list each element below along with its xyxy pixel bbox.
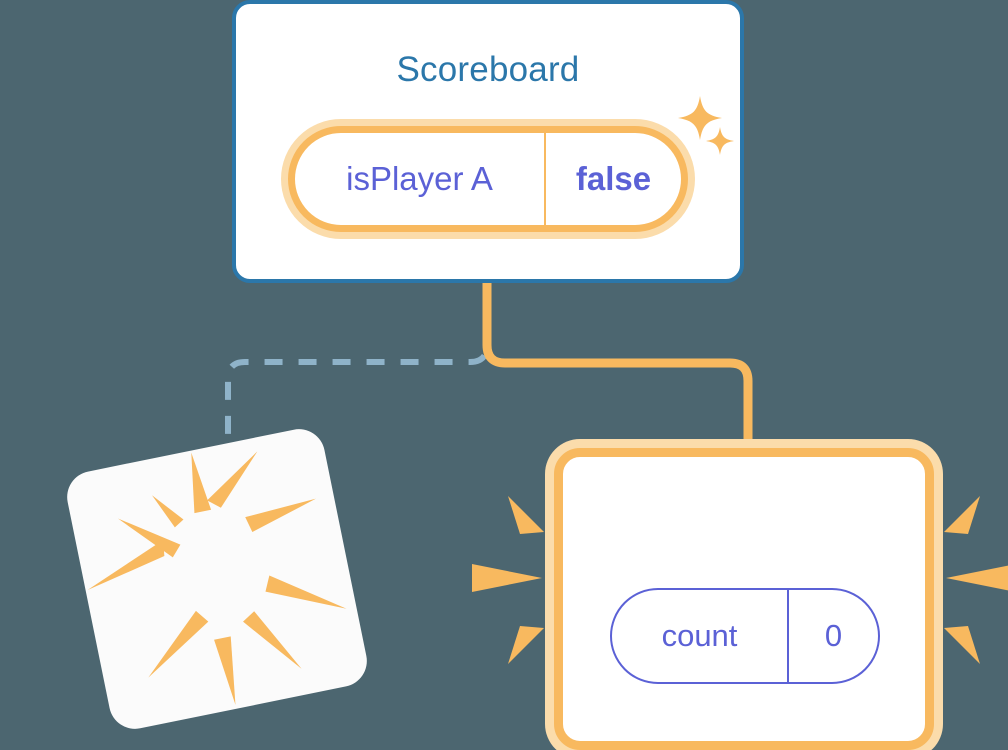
ray xyxy=(265,575,347,609)
ray xyxy=(117,518,181,558)
sparkle-large-icon xyxy=(678,96,722,140)
ray xyxy=(508,626,544,664)
ray xyxy=(148,610,209,678)
ray xyxy=(191,452,212,514)
ray xyxy=(207,451,258,508)
ray xyxy=(508,496,544,534)
state-key-isplayer-a: isPlayer A xyxy=(346,160,493,197)
ray xyxy=(243,611,302,669)
ray xyxy=(87,539,165,591)
ray xyxy=(472,564,542,592)
pill-divider xyxy=(544,133,546,225)
pill-divider xyxy=(787,590,789,682)
ray xyxy=(245,498,316,533)
state-value-isplayer-a: false xyxy=(575,160,652,197)
component-card-blank[interactable] xyxy=(62,424,372,734)
burst-rays-blank-card xyxy=(87,451,347,705)
ray xyxy=(152,495,184,528)
state-pill-scoreboard[interactable]: isPlayer A false xyxy=(288,126,688,232)
ray xyxy=(946,565,1008,591)
ray xyxy=(944,626,980,664)
ray xyxy=(944,496,980,534)
sparkle-small-icon xyxy=(706,127,734,155)
burst-rays-counter-left xyxy=(472,496,544,664)
component-title-scoreboard: Scoreboard xyxy=(396,50,580,89)
connector-scoreboard-to-counter xyxy=(482,280,753,460)
state-key-count: count xyxy=(661,618,738,653)
burst-rays-counter-right xyxy=(944,496,1008,664)
state-pill-counter[interactable]: count 0 xyxy=(610,588,880,684)
state-value-count: 0 xyxy=(824,618,843,653)
ray xyxy=(214,636,236,705)
